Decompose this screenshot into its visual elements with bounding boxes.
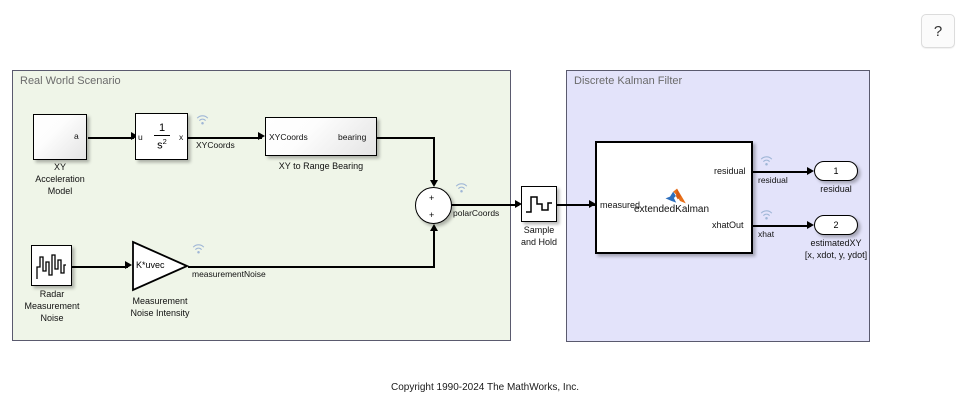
caption-line: Model bbox=[47, 186, 73, 196]
block-sum-sign-top: + bbox=[429, 193, 435, 203]
block-xy-to-range-bearing[interactable] bbox=[265, 117, 377, 156]
block-double-integrator-inport-label: u bbox=[138, 132, 143, 142]
signal-logging-badge-xycoords bbox=[196, 115, 209, 125]
outport-estimated-xy-number: 2 bbox=[833, 220, 839, 230]
caption-line: Sample bbox=[523, 225, 555, 235]
help-button[interactable]: ? bbox=[921, 14, 955, 48]
caption-line: estimatedXY bbox=[810, 238, 862, 248]
outport-residual-caption: residual bbox=[820, 184, 852, 194]
fraction-bar bbox=[154, 134, 170, 136]
block-extended-kalman-name: extendedKalman bbox=[634, 204, 710, 215]
block-double-integrator-expression: 1 s2 bbox=[149, 123, 175, 151]
fraction-denominator-exponent: 2 bbox=[162, 137, 167, 147]
copyright-text: Copyright 1990-2024 The MathWorks, Inc. bbox=[390, 382, 580, 393]
sample-hold-waveform-icon bbox=[526, 196, 552, 213]
matlab-logo-icon bbox=[665, 188, 686, 204]
wire-arrow bbox=[807, 166, 814, 175]
block-xy-acceleration-model-outport-label: a bbox=[74, 131, 79, 141]
block-xy-acceleration-model[interactable] bbox=[33, 114, 87, 160]
caption-line: Acceleration bbox=[35, 174, 85, 184]
wire-rangebearing-to-sum-vert bbox=[433, 136, 436, 183]
block-xy-to-range-bearing-inport-label: XYCoords bbox=[269, 132, 308, 142]
block-measurement-noise-intensity-label: K*uvec bbox=[136, 260, 165, 270]
signal-logging-badge-measurementnoise bbox=[192, 244, 205, 254]
wire-sum-to-samplehold bbox=[451, 203, 519, 207]
signal-label-xhat: xhat bbox=[758, 229, 775, 239]
wire-gain-to-sum bbox=[188, 265, 435, 268]
region-real-world-scenario-title: Real World Scenario bbox=[20, 75, 121, 87]
wire-noise-to-gain bbox=[72, 265, 128, 268]
block-sample-and-hold-caption: Sample and Hold bbox=[494, 224, 584, 248]
signal-logging-badge-xhat bbox=[760, 210, 773, 220]
fraction-denominator-wrap: s2 bbox=[149, 137, 175, 151]
outport-residual-number: 1 bbox=[833, 166, 839, 176]
wire-arrow bbox=[807, 220, 814, 229]
wire-rangebearing-to-sum bbox=[377, 136, 435, 139]
block-xy-to-range-bearing-caption: XY to Range Bearing bbox=[278, 161, 364, 171]
wire-arrow bbox=[131, 132, 138, 141]
signal-label-xycoords: XYCoords bbox=[196, 140, 235, 150]
caption-line: Noise Intensity bbox=[130, 308, 190, 318]
block-xy-to-range-bearing-outport-label: bearing bbox=[338, 132, 367, 142]
caption-line: Measurement bbox=[132, 296, 188, 306]
block-radar-measurement-noise-caption: Radar Measurement Noise bbox=[2, 288, 102, 324]
wire-accel-to-integrator bbox=[88, 136, 134, 139]
block-double-integrator-outport-label: x bbox=[179, 132, 184, 142]
caption-line: Noise bbox=[40, 313, 64, 323]
outport-residual[interactable]: 1 bbox=[814, 161, 858, 181]
outport-estimated-xy-caption: estimatedXY [x, xdot, y, ydot] bbox=[786, 237, 886, 261]
block-extended-kalman-outport-residual-label: residual bbox=[714, 166, 746, 176]
fraction-denominator: s bbox=[157, 139, 163, 152]
caption-line: Measurement bbox=[24, 301, 80, 311]
signal-label-polarcoords: polarCoords bbox=[453, 208, 500, 218]
wire-gain-to-sum-vert bbox=[433, 228, 436, 267]
block-double-integrator[interactable] bbox=[135, 113, 188, 160]
wire-arrow bbox=[515, 199, 522, 208]
block-extended-kalman-outport-xhat-label: xhatOut bbox=[712, 220, 744, 230]
signal-label-residual: residual bbox=[758, 175, 788, 185]
caption-line: [x, xdot, y, ydot] bbox=[804, 250, 868, 260]
wire-samplehold-to-kalman bbox=[557, 203, 595, 207]
block-xy-acceleration-model-caption: XY Acceleration Model bbox=[10, 161, 110, 197]
caption-line: XY bbox=[53, 162, 66, 172]
block-measurement-noise-intensity[interactable] bbox=[131, 240, 189, 292]
region-discrete-kalman-filter-title: Discrete Kalman Filter bbox=[574, 75, 683, 87]
wire-arrow bbox=[429, 224, 438, 231]
block-extended-kalman-inport-label: measured bbox=[600, 200, 641, 210]
outport-estimated-xy[interactable]: 2 bbox=[814, 215, 858, 235]
caption-line: and Hold bbox=[520, 237, 558, 247]
block-measurement-noise-intensity-caption: Measurement Noise Intensity bbox=[110, 295, 210, 319]
block-sum[interactable] bbox=[415, 187, 452, 224]
signal-logging-badge-residual bbox=[760, 156, 773, 166]
wire-arrow bbox=[258, 132, 265, 141]
help-icon: ? bbox=[933, 22, 943, 40]
wire-integrator-to-rangebearing bbox=[188, 136, 262, 139]
wire-xhat-to-outport bbox=[753, 225, 811, 228]
wire-arrow bbox=[125, 261, 132, 270]
fraction-numerator: 1 bbox=[158, 122, 166, 134]
caption-line: Radar bbox=[39, 289, 65, 299]
noise-waveform-icon bbox=[36, 254, 66, 279]
wire-residual-to-outport bbox=[753, 171, 811, 174]
signal-logging-badge-polarcoords bbox=[455, 183, 468, 193]
block-sum-sign-bottom: + bbox=[429, 210, 435, 220]
wire-arrow bbox=[429, 180, 438, 187]
wire-arrow bbox=[589, 199, 596, 208]
signal-label-measurementnoise: measurementNoise bbox=[192, 269, 266, 279]
